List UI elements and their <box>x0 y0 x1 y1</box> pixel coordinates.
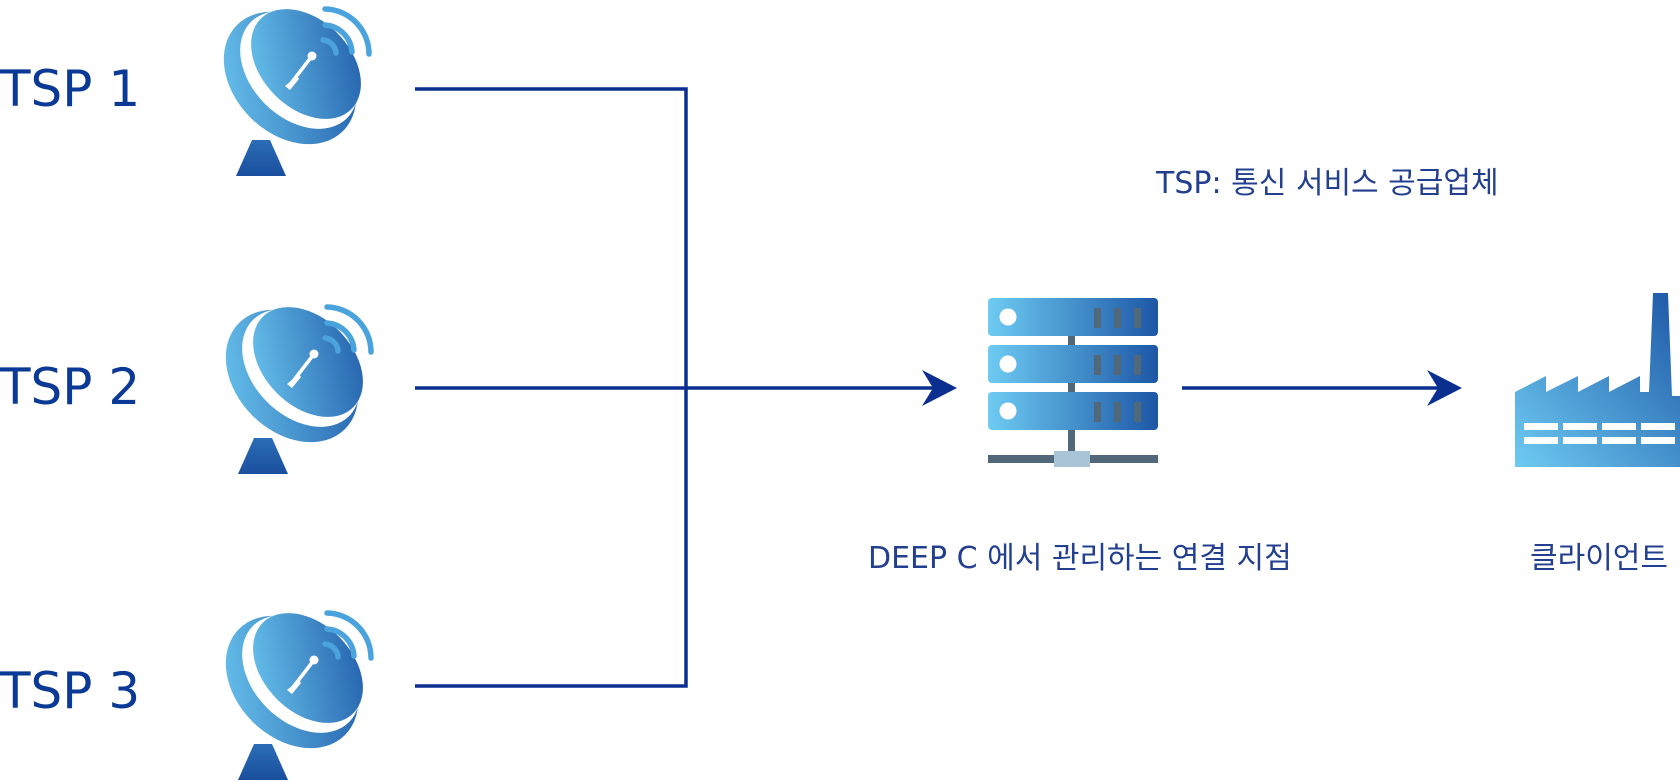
provider-label: TSP 2 <box>0 358 140 416</box>
provider-tsp2: TSP 2 <box>0 283 385 474</box>
client-label: 클라이언트 <box>1530 541 1668 576</box>
provider-label: TSP 3 <box>0 662 140 720</box>
hub-node: DEEP C 에서 관리하는 연결 지점 <box>868 298 1292 576</box>
server-rack-icon <box>988 298 1158 467</box>
provider-tsp1: TSP 1 <box>0 0 383 176</box>
satellite-dish-icon <box>197 0 382 176</box>
arrowhead-hub <box>922 370 957 406</box>
connector-tsp1 <box>415 87 688 388</box>
hub-label: DEEP C 에서 관리하는 연결 지점 <box>868 541 1292 576</box>
connector-tsp3 <box>415 388 688 688</box>
satellite-dish-icon <box>199 283 384 474</box>
connector-lines <box>415 87 1440 688</box>
provider-tsp3: TSP 3 <box>0 589 385 780</box>
factory-icon <box>1515 293 1680 467</box>
satellite-dish-icon <box>199 589 384 780</box>
client-node: 클라이언트 <box>1515 293 1680 576</box>
legend-note: TSP: 통신 서비스 공급업체 <box>1155 166 1499 201</box>
arrowhead-client <box>1427 370 1462 406</box>
provider-label: TSP 1 <box>0 60 140 118</box>
